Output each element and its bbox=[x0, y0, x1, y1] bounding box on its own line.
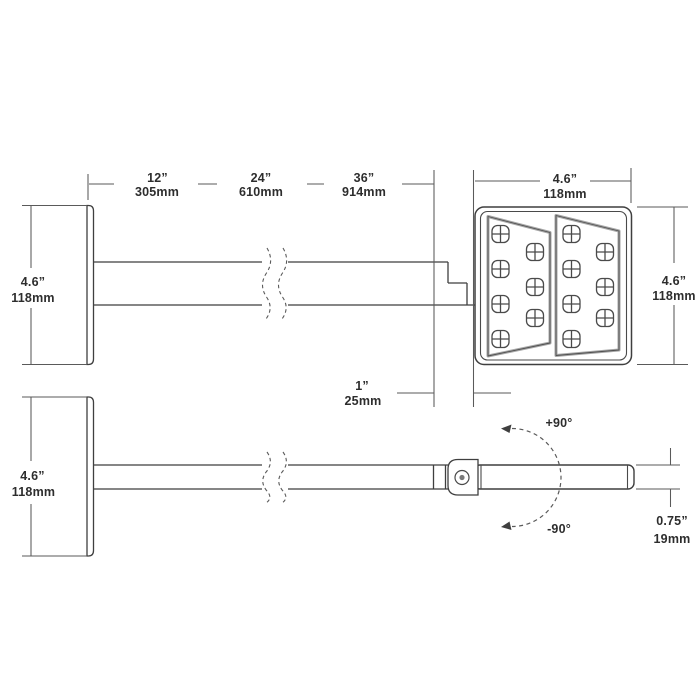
dimension-head-height bbox=[637, 206, 688, 366]
pivot-screw-icon bbox=[459, 474, 465, 481]
dim-arm-24-in: 24” bbox=[250, 170, 272, 185]
top-view bbox=[22, 396, 680, 557]
dim-arm-12-in: 12” bbox=[147, 170, 168, 185]
dim-arm-36-in: 36” bbox=[353, 170, 375, 185]
dim-plate-height-front-in: 4.6” bbox=[20, 274, 46, 289]
rotation-arrow-up-icon bbox=[501, 424, 512, 433]
dim-head-height-mm: 118mm bbox=[652, 288, 696, 303]
led-head bbox=[474, 206, 633, 366]
dimension-head-thickness bbox=[636, 448, 680, 507]
dimension-plate-height-front bbox=[22, 204, 87, 366]
dim-arm-12-mm: 305mm bbox=[134, 184, 180, 199]
dimension-plate-height-top bbox=[22, 396, 87, 557]
rotation-down-label: -90° bbox=[547, 521, 571, 536]
break-symbol-icon bbox=[261, 247, 288, 320]
wall-plate bbox=[86, 204, 95, 366]
rotation-up-label: +90° bbox=[545, 415, 573, 430]
dim-arm-36-mm: 914mm bbox=[341, 184, 387, 199]
extension-lines bbox=[433, 170, 475, 407]
dim-plate-height-top-mm: 118mm bbox=[11, 484, 56, 499]
mounting-arm bbox=[93, 464, 448, 490]
rotation-arrow-down-icon bbox=[501, 521, 512, 530]
dim-gap-mm: 25mm bbox=[344, 393, 382, 408]
dimension-arm-length bbox=[87, 174, 434, 200]
led-head-profile bbox=[473, 464, 635, 490]
rotation-arc bbox=[501, 424, 562, 530]
dim-head-height-in: 4.6” bbox=[661, 273, 687, 288]
led-module-left bbox=[486, 215, 552, 358]
pivot-joint bbox=[447, 458, 479, 496]
mounting-arm bbox=[93, 261, 475, 306]
dim-head-width-in: 4.6” bbox=[552, 171, 578, 186]
front-view bbox=[22, 168, 688, 407]
dim-gap-in: 1” bbox=[355, 378, 369, 393]
wall-plate bbox=[86, 396, 95, 557]
dim-arm-24-mm: 610mm bbox=[238, 184, 284, 199]
dim-head-width-mm: 118mm bbox=[543, 186, 587, 201]
dimension-head-width bbox=[475, 168, 632, 203]
dim-head-thickness-mm: 19mm bbox=[653, 531, 691, 546]
led-module-right bbox=[554, 214, 621, 357]
dim-plate-height-top-in: 4.6” bbox=[20, 468, 45, 483]
dim-plate-height-front-mm: 118mm bbox=[11, 290, 55, 305]
break-symbol-icon bbox=[262, 451, 287, 504]
dim-head-thickness-in: 0.75” bbox=[656, 513, 688, 528]
